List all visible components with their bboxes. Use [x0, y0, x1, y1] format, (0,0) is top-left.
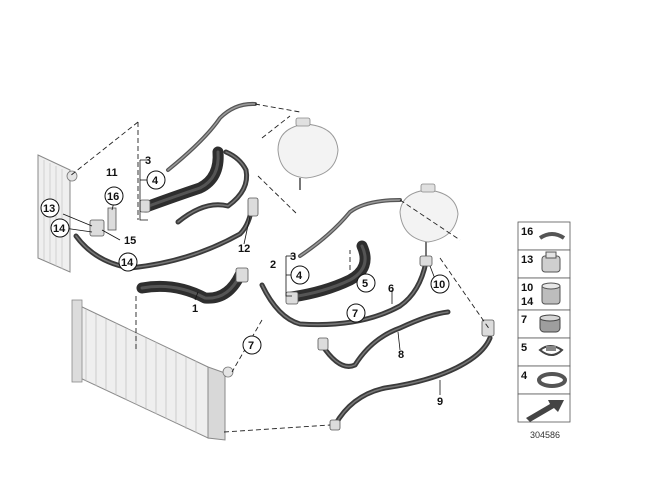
legend-label-10: 10 [521, 282, 533, 294]
callout-15: 15 [124, 235, 136, 247]
hose-11-main [140, 146, 224, 213]
expansion-tank-right [399, 183, 459, 258]
callout-7-left: 7 [248, 340, 254, 352]
callout-10: 10 [433, 279, 445, 291]
reference-number: 304586 [530, 430, 560, 440]
legend-label-13: 13 [521, 254, 533, 266]
legend-label-5: 5 [521, 342, 527, 354]
callout-9: 9 [437, 396, 443, 408]
screw-clamp-icon [538, 345, 564, 356]
callout-8: 8 [398, 349, 404, 361]
band-clamp-icon [537, 372, 567, 388]
callout-5: 5 [362, 278, 368, 290]
sleeve-connector-icon [541, 282, 561, 305]
callout-4-right: 4 [296, 270, 303, 282]
hose-8 [319, 309, 451, 369]
callout-4-upper: 4 [152, 175, 159, 187]
connection-lines [69, 103, 491, 433]
callout-6: 6 [388, 283, 394, 295]
connector-fitting-icon [541, 251, 561, 273]
callout-1: 1 [192, 303, 198, 315]
expansion-tank-upper [277, 117, 339, 190]
callout-3-upper: 3 [145, 155, 151, 167]
callouts: 11 3 4 16 13 14 15 14 12 1 2 3 4 5 6 10 … [40, 155, 450, 408]
callout-13: 13 [43, 203, 55, 215]
callout-16: 16 [107, 191, 119, 203]
callout-12: 12 [238, 243, 250, 255]
callout-14-lower: 14 [121, 257, 134, 269]
hose-2-thin [298, 198, 402, 258]
legend-label-16: 16 [521, 226, 533, 238]
callout-7-right: 7 [352, 308, 358, 320]
callout-11: 11 [106, 167, 118, 179]
parts-legend: 16 13 10 14 7 5 4 [517, 221, 571, 440]
hose-9 [332, 335, 493, 428]
fittings [89, 197, 495, 431]
radiator [71, 299, 234, 441]
callout-14-left: 14 [53, 223, 66, 235]
direction-arrow-icon [526, 400, 564, 422]
hose-14-lower [73, 202, 255, 271]
hose-11-upper-thin [166, 101, 257, 172]
hose-clamp-icon [538, 232, 566, 240]
hose-12 [175, 149, 250, 225]
legend-label-14: 14 [521, 296, 534, 308]
callout-3-right: 3 [290, 251, 296, 263]
legend-label-7: 7 [521, 314, 527, 326]
legend-label-4: 4 [521, 370, 528, 382]
callout-2: 2 [270, 259, 276, 271]
hose-2-main [286, 240, 371, 303]
spring-clamp-icon [539, 314, 561, 333]
hose-1 [136, 269, 246, 304]
